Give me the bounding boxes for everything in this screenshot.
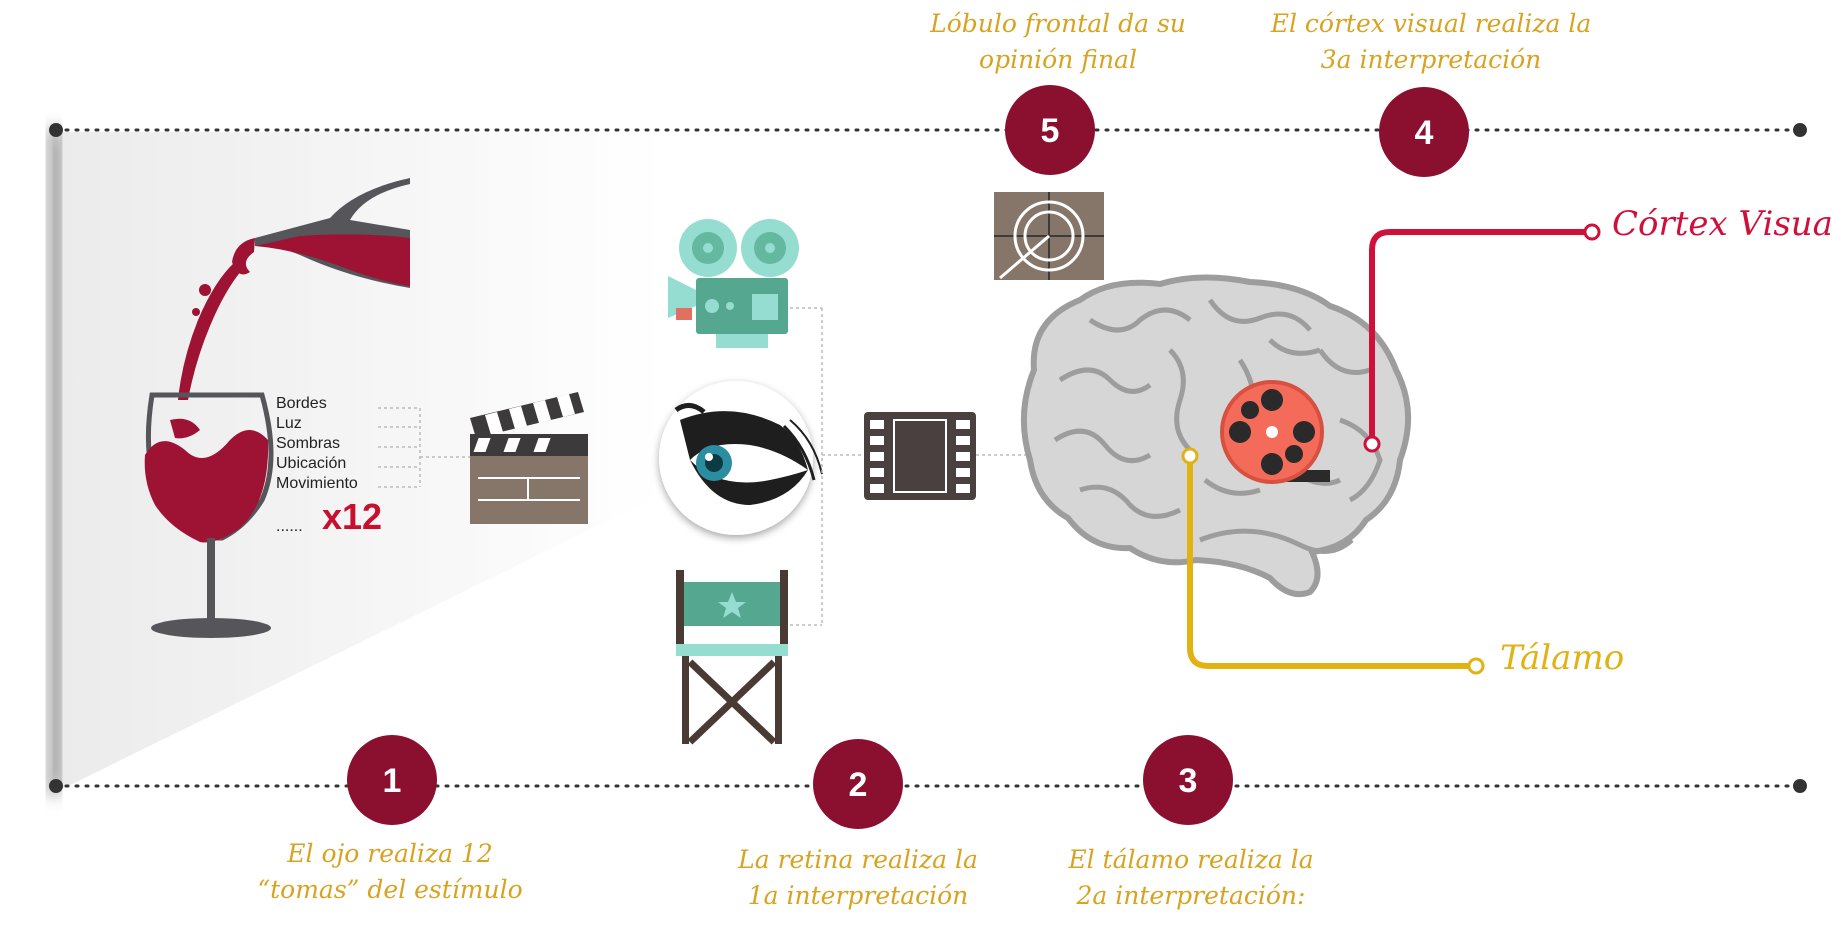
timeline-bottom: [49, 779, 1807, 793]
thalamus-label: Tálamo: [1500, 638, 1625, 678]
ellipsis: ......: [276, 518, 303, 535]
cortex-connector: [1363, 223, 1601, 453]
cortex-label: Córtex Visual: [1612, 204, 1832, 244]
step-number: 3: [1179, 762, 1198, 800]
step-4-caption: El córtex visual realiza la 3a interpret…: [1270, 9, 1592, 74]
step-1-caption: El ojo realiza 12 “tomas” del estímulo: [257, 839, 523, 904]
step-5-caption: Lóbulo frontal da su opinión final: [930, 9, 1186, 74]
timeline-top: [49, 123, 1807, 137]
film-countdown-icon: [994, 192, 1104, 280]
feature-item: Ubicación: [276, 455, 347, 472]
step-2-caption: La retina realiza la 1a interpretación: [738, 845, 978, 910]
step-number: 5: [1041, 112, 1060, 150]
feature-item: Movimiento: [276, 475, 358, 492]
step-3-caption: El tálamo realiza la 2a interpretación:: [1068, 845, 1314, 910]
wine-glass-icon: [144, 392, 274, 638]
brain-icon: [1020, 274, 1411, 598]
step-number: 1: [383, 762, 402, 800]
director-chair-icon: [676, 570, 788, 745]
feature-item: Sombras: [276, 435, 341, 452]
clapperboard-icon: [470, 392, 588, 524]
feature-item: Bordes: [276, 395, 327, 412]
wine-stream: [178, 262, 242, 400]
step-marker-5: 5: [1005, 85, 1095, 175]
step-marker-2: 2: [813, 739, 903, 829]
eye-icon: [659, 381, 823, 535]
wine-drop: [199, 284, 211, 296]
step-marker-1: 1: [347, 735, 437, 825]
film-strip-icon: [864, 412, 976, 500]
step-marker-4: 4: [1379, 87, 1469, 177]
step-marker-3: 3: [1143, 735, 1233, 825]
thalamus-connector: [1181, 447, 1485, 675]
wine-drop: [192, 308, 200, 316]
feature-list: Bordes Luz Sombras Ubicación Movimiento: [276, 394, 358, 494]
multiplier-label: x12: [322, 496, 383, 537]
step-number: 4: [1415, 114, 1434, 152]
process-connectors: [790, 307, 1040, 626]
feature-item: Luz: [276, 415, 302, 432]
film-reel-icon: [1220, 380, 1330, 484]
film-projector-icon: [668, 219, 799, 348]
feature-connectors: [378, 407, 470, 488]
step-number: 2: [849, 766, 868, 804]
